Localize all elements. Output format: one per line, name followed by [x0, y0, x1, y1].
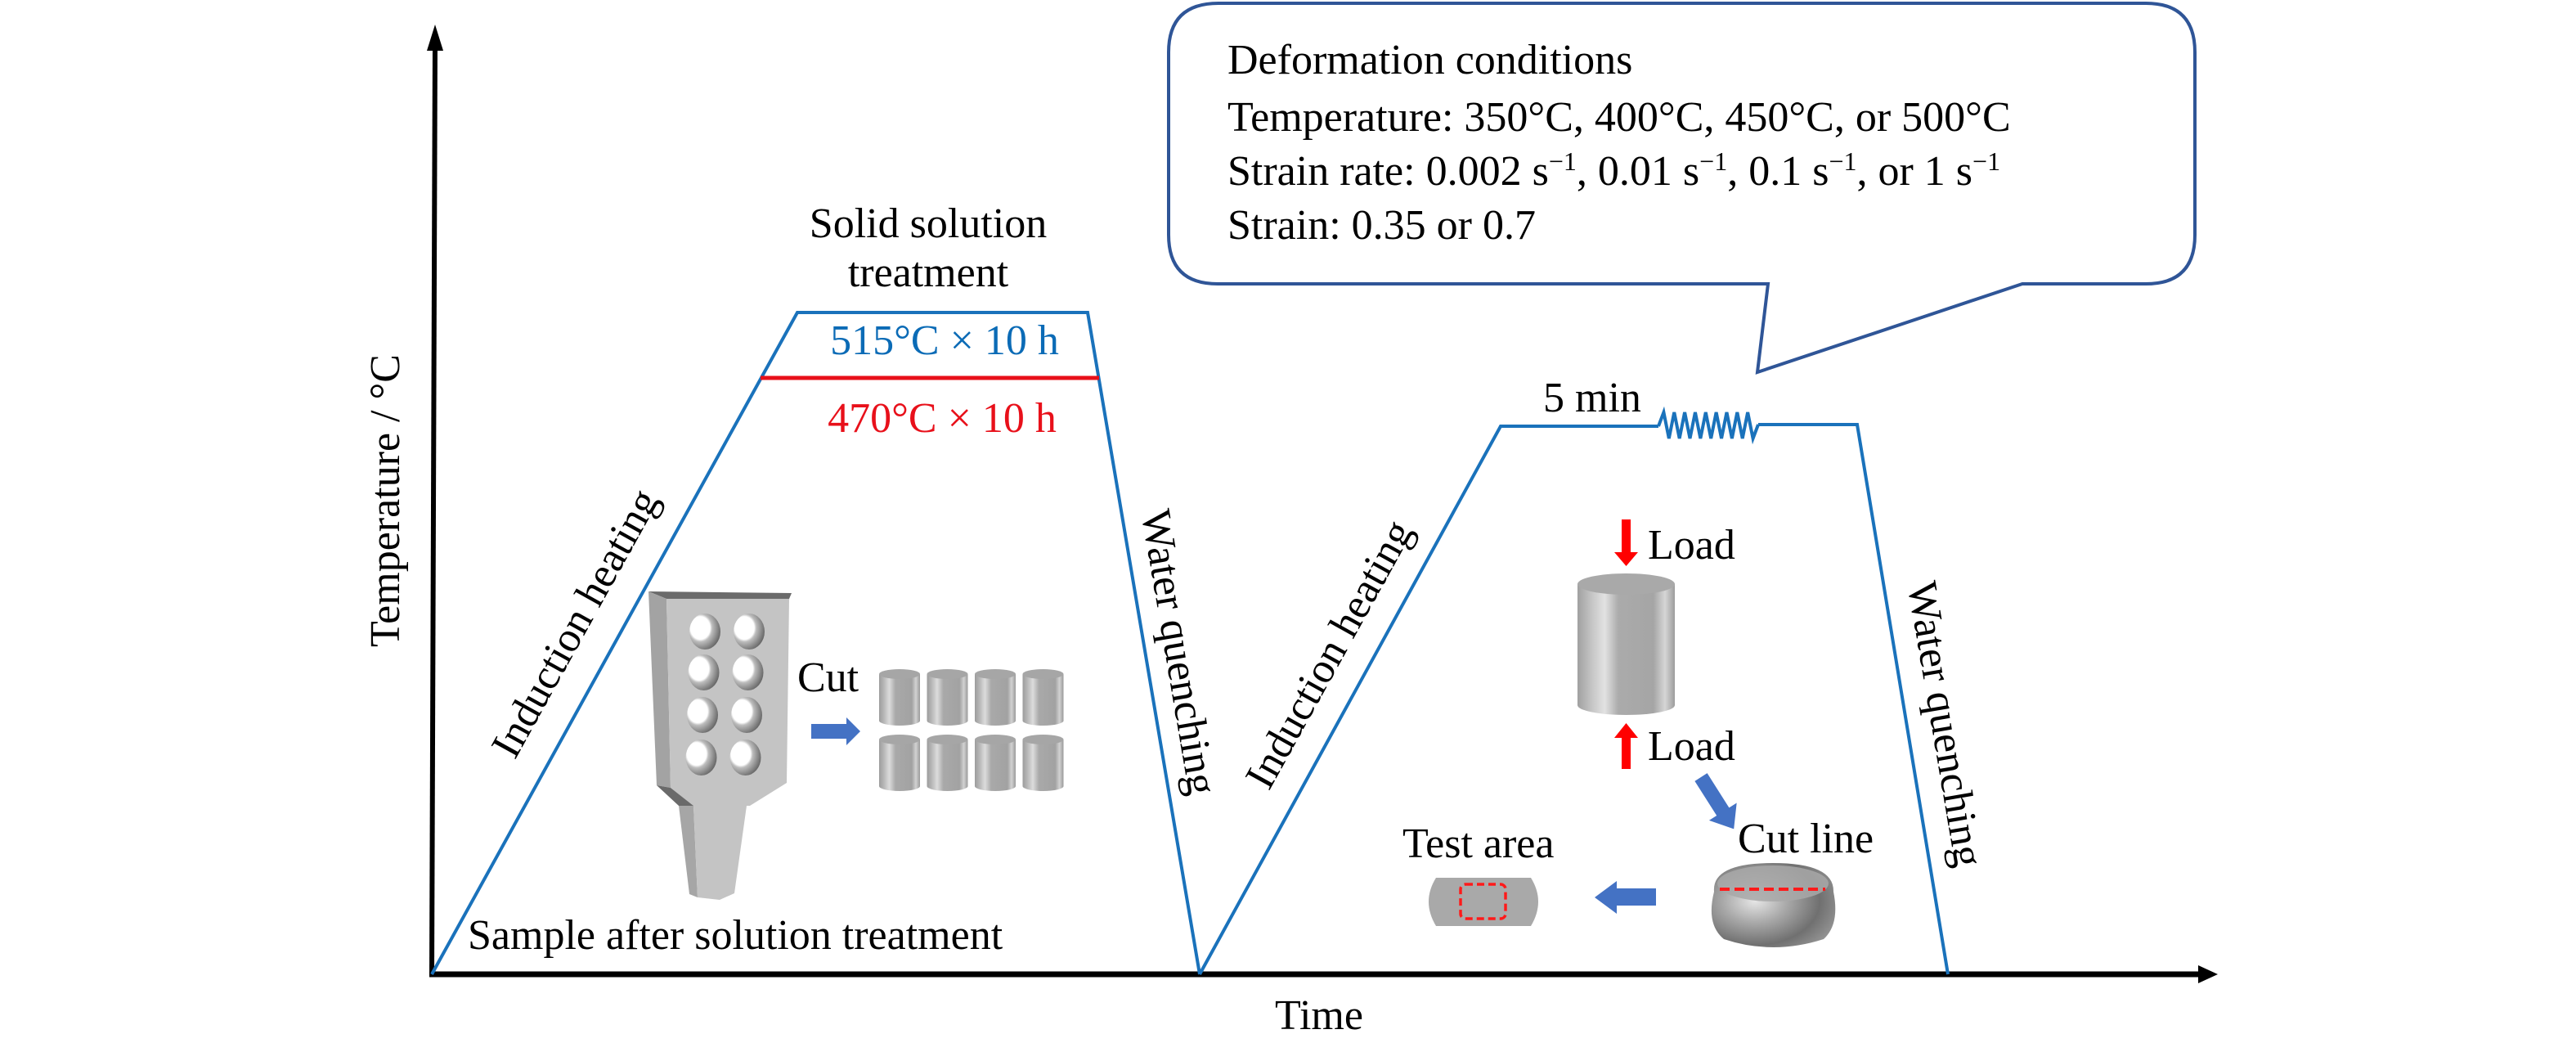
test-area-section — [1429, 878, 1538, 926]
compression-cylinder — [1577, 573, 1675, 715]
solution-treated-sample — [648, 591, 792, 900]
cut-label: Cut — [797, 654, 859, 701]
x-axis-label: Time — [1275, 992, 1363, 1039]
x-axis-arrowhead — [2198, 965, 2218, 983]
cut-cylinder — [975, 735, 1016, 791]
callout-temperature: Temperature: 350°C, 400°C, 450°C, or 500… — [1227, 94, 2011, 141]
section-arrow — [1595, 881, 1656, 914]
load-arrow-down — [1614, 519, 1638, 566]
deformed-specimen — [1711, 863, 1836, 947]
stage1-title-line2: treatment — [848, 250, 1009, 296]
cut-cylinder — [975, 669, 1016, 726]
load-label-bottom: Load — [1648, 723, 1735, 770]
y-axis — [429, 42, 438, 976]
sample-holes — [685, 614, 765, 776]
stage2-heating-label: Induction heating — [1236, 512, 1422, 796]
cut-cylinder — [879, 669, 920, 726]
sample-hole — [734, 614, 765, 650]
condition-470: 470°C × 10 h — [828, 395, 1057, 442]
cut-cylinder — [879, 735, 920, 791]
load-label-top: Load — [1648, 522, 1735, 569]
deformation-arrow — [1694, 773, 1737, 829]
solution-treatment-profile — [430, 311, 1201, 975]
stage1-heating-label: Induction heating — [482, 481, 668, 765]
y-axis-arrowhead — [427, 25, 443, 51]
test-area-box — [1459, 883, 1507, 920]
cut-cylinders — [879, 669, 1064, 791]
sample-hole — [731, 697, 762, 733]
sample-hole — [689, 614, 720, 650]
sample-hole — [732, 654, 764, 690]
cut-cylinder — [1022, 669, 1064, 726]
stage1-title-line1: Solid solution — [810, 200, 1047, 247]
callout-strain-rate: Strain rate: 0.002 s−1, 0.01 s−1, 0.1 s−… — [1227, 146, 2000, 195]
cut-cylinder — [927, 669, 968, 726]
test-area-label: Test area — [1402, 820, 1554, 867]
deformation-conditions-callout — [1167, 2, 2197, 375]
sample-hole — [729, 740, 761, 776]
cut-cylinder — [1022, 735, 1064, 791]
deformation-profile — [1198, 425, 1658, 975]
hold-time-label: 5 min — [1543, 375, 1641, 421]
y-axis-label: Temperature / °C — [362, 354, 409, 647]
cut-arrow — [811, 717, 860, 745]
sample-hole — [687, 697, 718, 733]
cut-cylinder — [927, 735, 968, 791]
callout-strain: Strain: 0.35 or 0.7 — [1227, 202, 1536, 249]
sample-hole — [685, 740, 717, 776]
load-arrow-up — [1614, 723, 1638, 769]
callout-title: Deformation conditions — [1227, 37, 1632, 83]
spring-symbol — [1657, 406, 1760, 445]
condition-515: 515°C × 10 h — [830, 317, 1059, 364]
stage2-quench-label: Water quenching — [1898, 578, 1992, 870]
cut-line-label: Cut line — [1738, 816, 1874, 862]
sample-hole — [688, 654, 720, 690]
sample-caption: Sample after solution treatment — [468, 912, 1003, 959]
deformation-profile-end — [1758, 423, 1950, 975]
